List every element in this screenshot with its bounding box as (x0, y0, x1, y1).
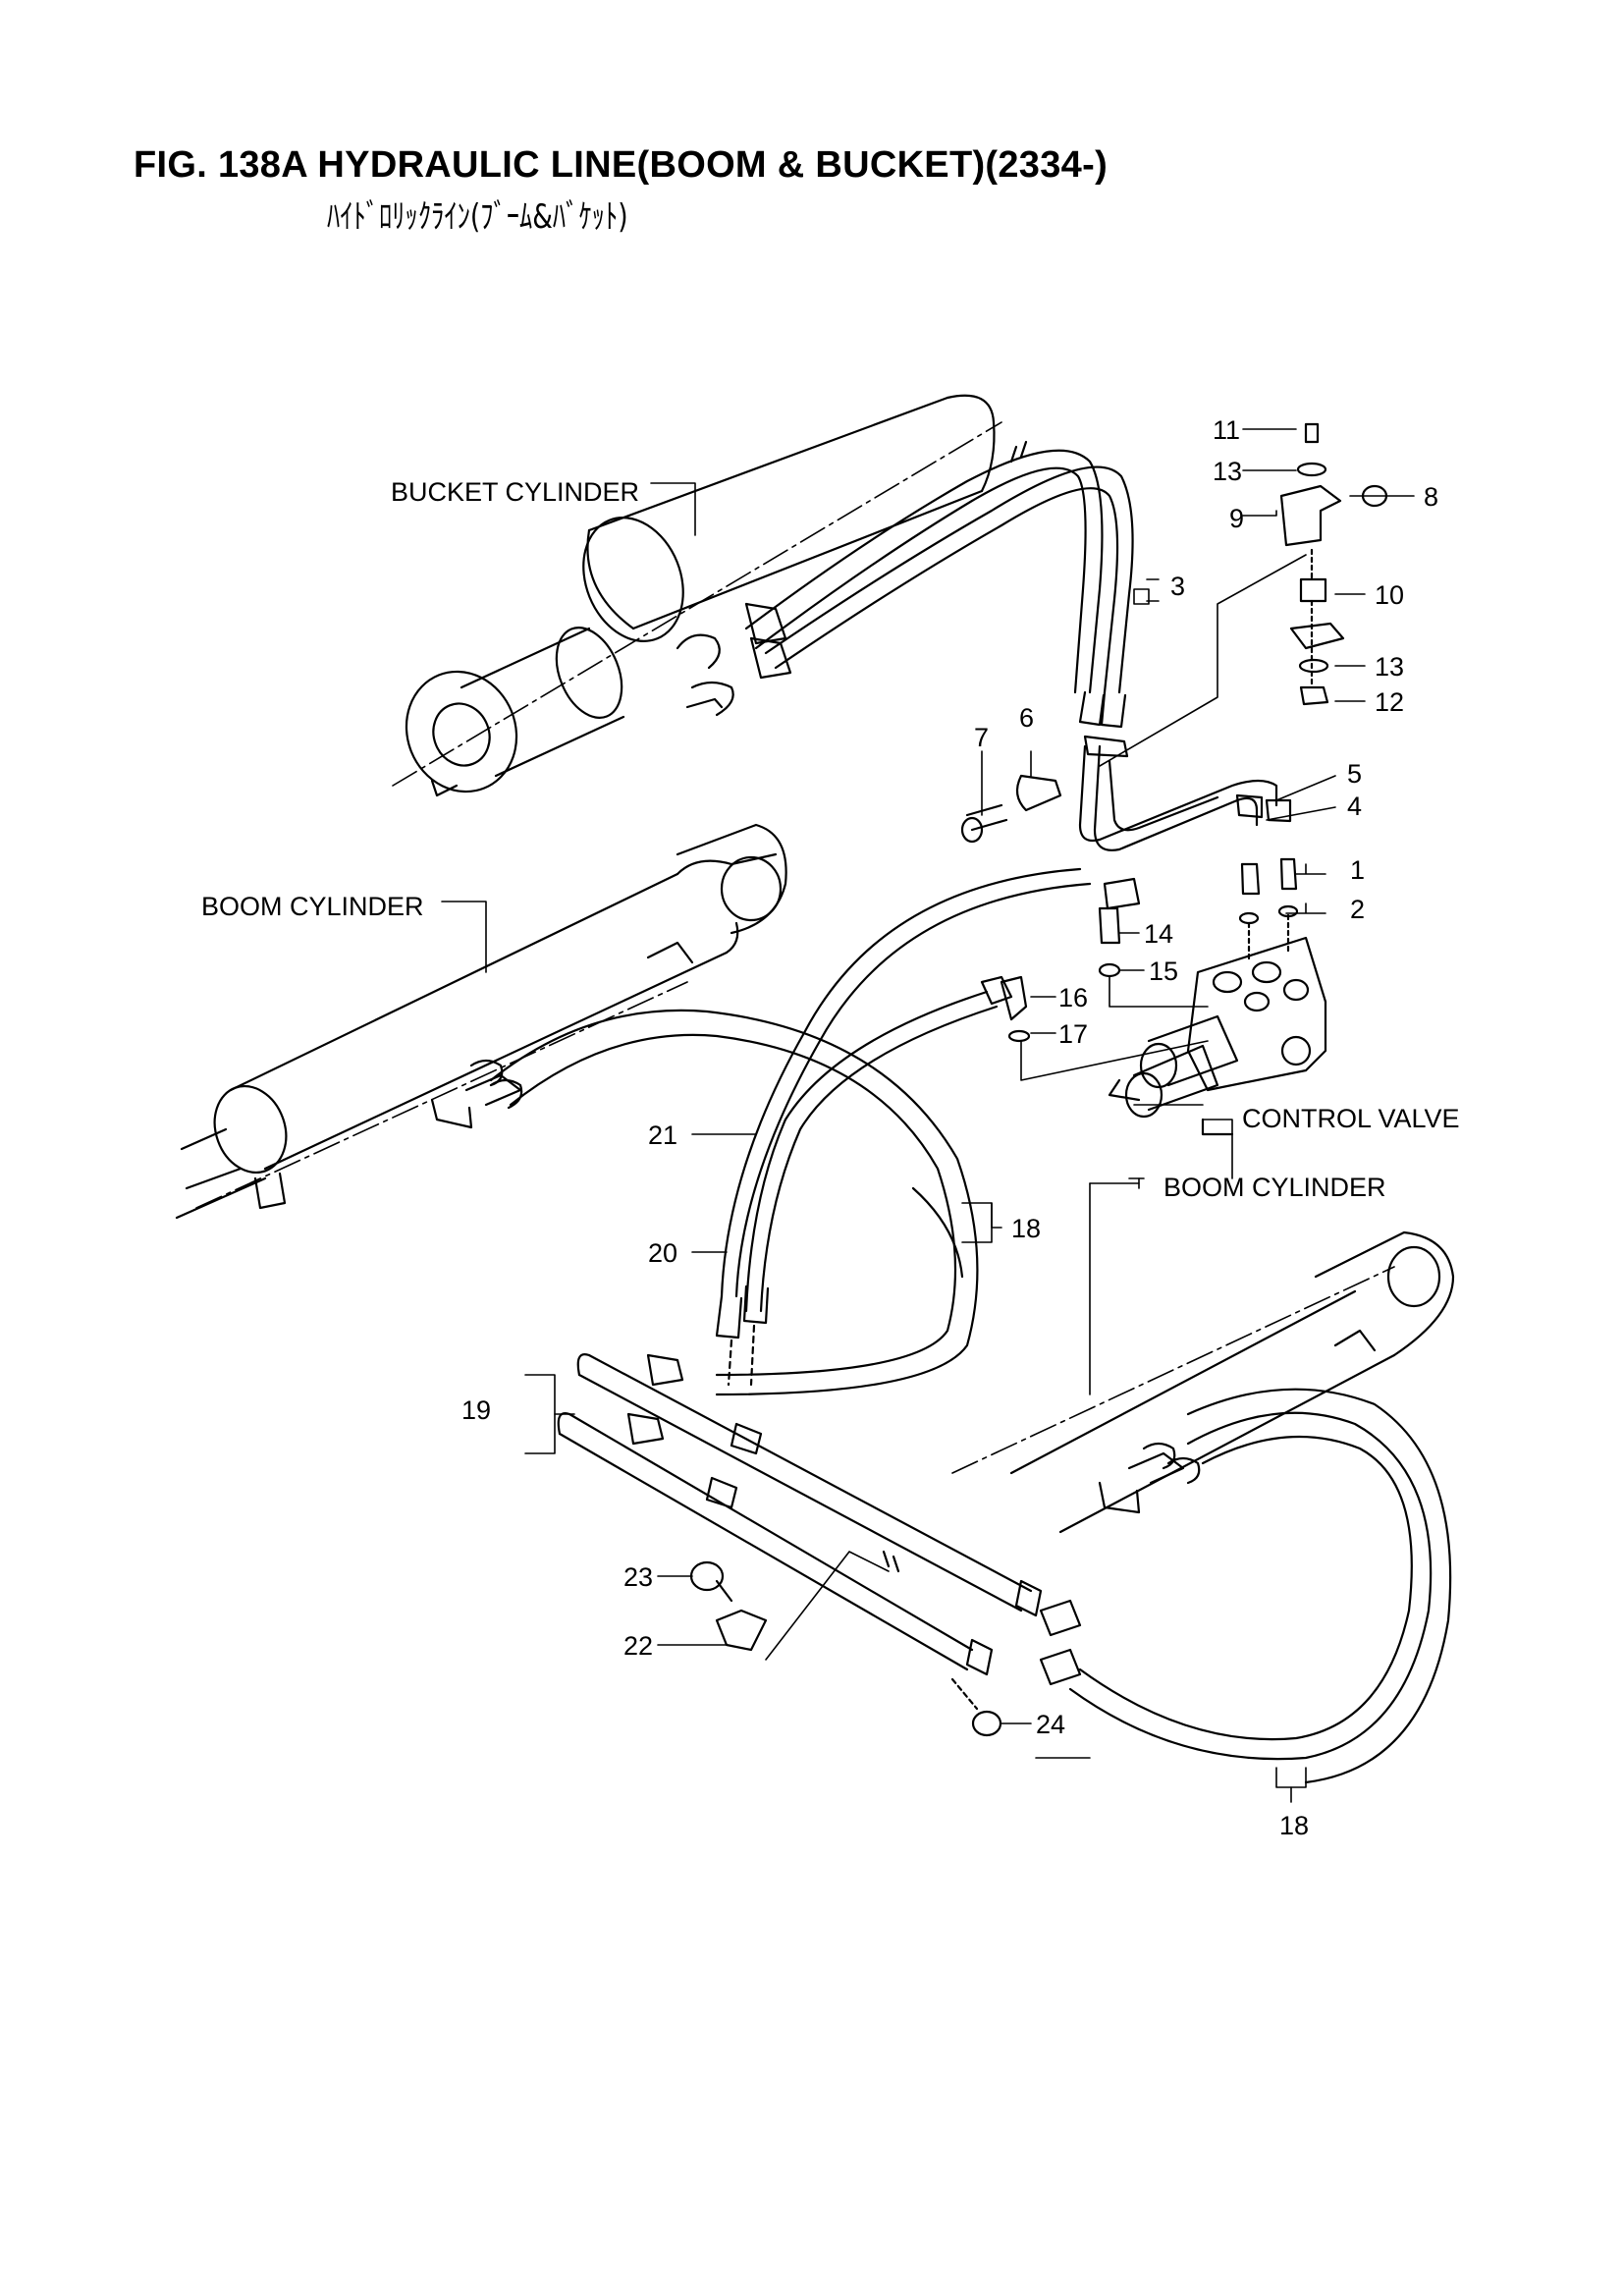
boom-cylinder-left (175, 823, 787, 1220)
fittings-1-2 (1238, 857, 1299, 964)
boom-cylinder-right-label: BOOM CYLINDER (1163, 1173, 1386, 1202)
callout-16: 16 (1058, 983, 1088, 1012)
bucket-cylinder-label: BUCKET CYLINDER (391, 477, 639, 507)
callout-13b: 13 (1375, 652, 1404, 682)
callout-numbers: 1 2 3 4 5 6 7 8 9 10 11 12 13 13 14 15 1… (461, 415, 1438, 1840)
callout-14: 14 (1144, 919, 1173, 949)
callout-17: 17 (1058, 1019, 1088, 1049)
callout-19: 19 (461, 1395, 491, 1425)
hoses-18-lower (1039, 1388, 1452, 1784)
steel-pipes (960, 735, 1292, 851)
fittings-14-17 (1000, 877, 1209, 1081)
callout-24: 24 (1036, 1710, 1065, 1739)
text-labels: BUCKET CYLINDER BOOM CYLINDER BOOM CYLIN… (201, 477, 1460, 1202)
callout-2: 2 (1350, 895, 1365, 924)
callout-13a: 13 (1213, 457, 1242, 486)
hoses-18-upper (489, 1009, 979, 1396)
callout-10: 10 (1375, 580, 1404, 610)
callout-leaders (441, 428, 1415, 1803)
control-valve (1108, 936, 1327, 1136)
bucket-hoses (744, 440, 1134, 729)
callout-15: 15 (1149, 957, 1178, 986)
callout-12: 12 (1375, 687, 1404, 717)
figure-subtitle: ﾊｲﾄﾞﾛﾘｯｸﾗｲﾝ(ﾌﾞｰﾑ&ﾊﾞｹｯﾄ) (327, 197, 628, 237)
callout-23: 23 (623, 1562, 653, 1592)
callout-18a: 18 (1011, 1214, 1041, 1243)
callout-1: 1 (1350, 855, 1365, 885)
callout-9: 9 (1229, 504, 1244, 533)
clamp-bracket-assembly (1099, 422, 1388, 767)
callout-7: 7 (974, 723, 989, 752)
boom-cylinder-left-label: BOOM CYLINDER (201, 892, 424, 921)
boom-cylinder-right (951, 1230, 1455, 1534)
callout-4: 4 (1347, 792, 1362, 821)
callout-8: 8 (1424, 482, 1438, 512)
hoses-20-21 (715, 867, 1092, 1387)
callout-6: 6 (1019, 703, 1034, 733)
callout-20: 20 (648, 1238, 677, 1268)
control-valve-label: CONTROL VALVE (1242, 1104, 1460, 1133)
clamps-22-24 (689, 1551, 1002, 1737)
callout-22: 22 (623, 1631, 653, 1661)
callout-5: 5 (1347, 759, 1362, 789)
figure-title: FIG. 138A HYDRAULIC LINE(BOOM & BUCKET)(… (134, 144, 1109, 186)
callout-3: 3 (1170, 572, 1185, 601)
bucket-cylinder (392, 394, 1002, 797)
callout-18b: 18 (1279, 1811, 1309, 1840)
callout-11: 11 (1213, 415, 1240, 445)
pipes-19 (557, 1353, 1043, 1676)
callout-21: 21 (648, 1121, 677, 1150)
